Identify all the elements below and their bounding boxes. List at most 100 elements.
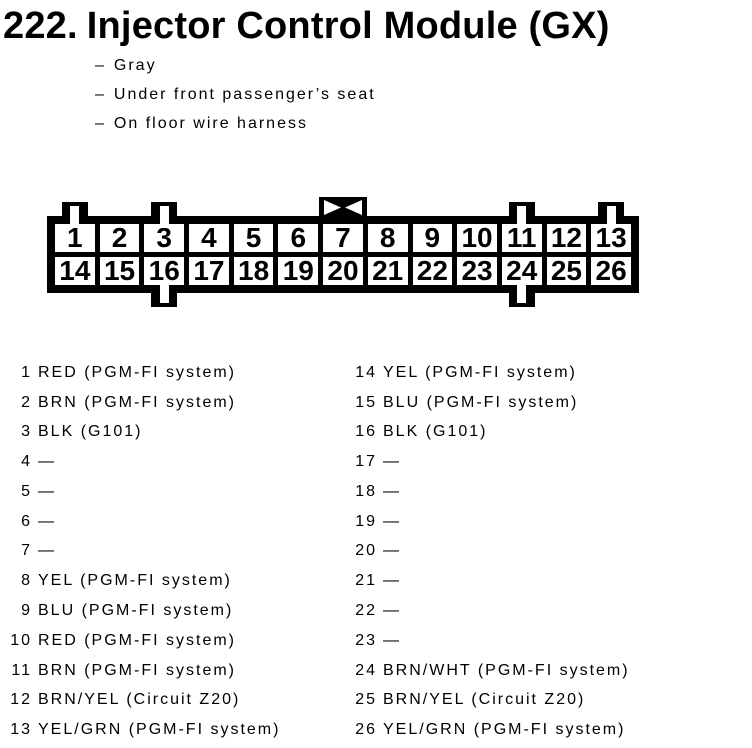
pin-row: 8 YEL (PGM-FI system) 21 — [0,566,752,596]
detail-line: –On floor wire harness [95,109,376,138]
dash-bullet: – [95,85,106,103]
keying-tab-icon [319,197,367,223]
pin-number: 8 [21,572,32,590]
pin-description: BRN (PGM-FI system) [38,393,236,411]
pin-number: 2 [21,393,32,411]
detail-text: Under front passenger’s seat [113,85,376,103]
pin-row: 2 BRN (PGM-FI system) 15 BLU (PGM-FI system… [0,388,752,418]
connector-pin-cell: 17 [189,257,229,285]
pin-number: 23 [355,631,377,649]
pin-row: 7—20— [0,537,752,567]
connector-pin-cell: 26 [591,257,631,285]
connector-pin-cell: 22 [412,257,453,285]
connector-pin-cell: 16 [144,257,185,285]
lock-tab-slot [159,281,169,303]
lock-tab-slot [70,206,80,228]
section-number: 222. [3,5,78,47]
pin-number: 25 [355,691,377,709]
pin-description: BLU (PGM-FI system) [38,602,234,619]
connector-pin-cell: 3 [144,224,185,252]
pin-number: 17 [355,453,377,471]
lock-tab-slot [606,206,616,228]
pin-number: 24 [355,661,377,679]
connector-pin-cell: 13 [591,224,631,252]
pin-number: 19 [355,512,377,530]
pin-number: 12 [10,691,32,709]
connector-pin-cell: 8 [367,224,408,252]
pin-number: 6 [21,512,32,530]
connector-pin-cell: 21 [367,257,408,285]
connector-pin-cell: 11 [501,224,542,252]
pin-description: BLU (PGM-FI system) [383,393,579,411]
pin-description: YEL/GRN (PGM-FI system) [38,721,281,739]
section-title: Injector Control Module (GX) [86,5,610,47]
pin-description: BLK (G101) [38,423,143,441]
pin-number: 22 [355,602,377,619]
connector-pin-cell: 2 [99,224,140,252]
pin-number: 13 [10,721,32,739]
pin-row: 5—18— [0,477,752,507]
pin-description: YEL/GRN (PGM-FI system) [383,721,626,739]
pin-description: — [383,453,401,471]
connector-pin-cell: 19 [278,257,319,285]
pin-description: RED (PGM-FI system) [38,363,236,381]
pin-number: 21 [355,572,377,590]
pin-number: 18 [355,482,377,500]
pin-row: 4—17— [0,447,752,477]
pin-description: — [38,453,56,471]
connector-pin-cell: 10 [457,224,497,252]
pin-number: 26 [355,721,377,739]
pin-description: — [383,572,401,590]
pin-description: BRN/YEL (Circuit Z20) [38,691,241,709]
page-title: 222. Injector Control Module (GX) [3,5,610,48]
dash-bullet: – [95,56,106,74]
pin-description: BRN/YEL (Circuit Z20) [383,691,586,709]
pin-number: 3 [21,423,32,441]
pin-description: — [38,482,56,500]
pin-row: 12 BRN/YEL (Circuit Z20) 25 BRN/YEL (Circui… [0,685,752,715]
pin-description: — [38,542,56,560]
pin-number: 1 [21,363,32,381]
connector-pin-cell: 18 [233,257,274,285]
detail-text: On floor wire harness [113,114,308,132]
pin-description: — [38,512,56,530]
pin-number: 14 [355,363,377,381]
detail-line: –Under front passenger’s seat [95,80,376,109]
lock-tab-slot [517,281,527,303]
pin-description: BRN (PGM-FI system) [38,661,236,679]
pin-description: — [383,602,401,619]
connector-pin-cell: 5 [233,224,274,252]
lock-tab-slot [159,206,169,228]
pin-description: — [383,482,401,500]
connector-pin-cell: 25 [546,257,587,285]
detail-list: –Gray–Under front passenger’s seat–On fl… [95,51,376,138]
pin-number: 16 [355,423,377,441]
dash-bullet: – [95,114,106,132]
connector-pin-cell: 1 [55,224,95,252]
connector-pin-cell: 24 [501,257,542,285]
pin-description: BRN/WHT (PGM-FI system) [383,661,630,679]
connector-pin-cell: 6 [278,224,319,252]
pin-description: RED (PGM-FI system) [38,631,236,649]
pin-number: 10 [10,631,32,649]
lock-tab-slot [517,206,527,228]
detail-text: Gray [113,56,157,74]
pin-description: — [383,542,401,560]
connector-pin-cell: 4 [189,224,229,252]
connector-pin-cell: 12 [546,224,587,252]
pin-description: — [383,512,401,530]
pin-number: 15 [355,393,377,411]
connector-pin-cell: 23 [457,257,497,285]
pin-description: YEL (PGM-FI system) [38,572,232,590]
